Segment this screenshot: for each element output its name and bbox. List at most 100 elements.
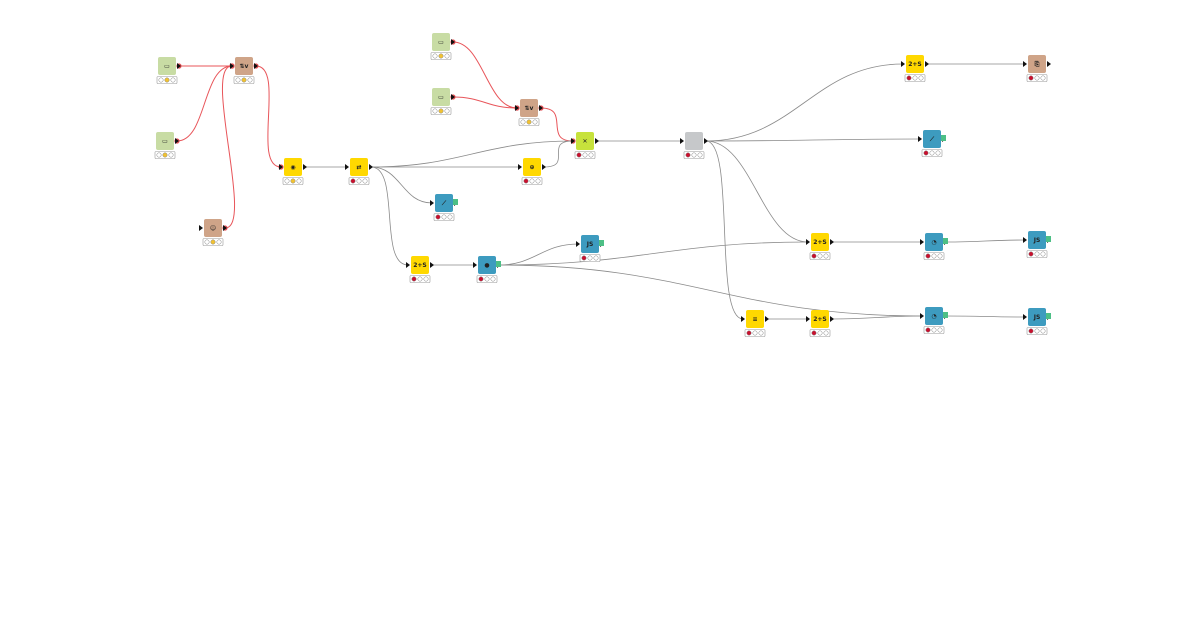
node-body[interactable] xyxy=(432,88,450,106)
input-port[interactable] xyxy=(1023,61,1027,67)
data-link-n6-n13[interactable] xyxy=(370,166,409,266)
workflow-node-n14[interactable]: ● xyxy=(473,256,501,283)
node-body[interactable] xyxy=(235,57,253,75)
workflow-node-n12[interactable]: ⟋ xyxy=(430,194,458,221)
view-port[interactable] xyxy=(941,312,948,318)
data-link-n25-n26[interactable] xyxy=(945,315,1026,318)
node-body[interactable] xyxy=(811,310,829,328)
node-body[interactable] xyxy=(432,33,450,51)
node-body[interactable] xyxy=(925,233,943,251)
data-link-n6-n10[interactable] xyxy=(370,140,574,168)
workflow-node-n6[interactable]: ⇄ xyxy=(345,158,373,185)
workflow-node-n13[interactable]: 2+S xyxy=(406,256,434,283)
workflow-node-n20[interactable]: 2+S xyxy=(806,233,834,260)
workflow-node-n2[interactable]: ▭ xyxy=(154,132,179,159)
view-port[interactable] xyxy=(941,238,948,244)
node-body[interactable] xyxy=(284,158,302,176)
workflow-node-n22[interactable]: JS xyxy=(1023,231,1051,258)
output-port[interactable] xyxy=(1047,61,1051,67)
node-body[interactable] xyxy=(576,132,594,150)
workflow-node-n11[interactable]: ⊕ xyxy=(518,158,546,185)
node-body[interactable] xyxy=(581,235,599,253)
node-body[interactable] xyxy=(925,307,943,325)
output-port[interactable] xyxy=(830,316,834,322)
node-body[interactable] xyxy=(906,55,924,73)
workflow-node-n17[interactable]: 2+S xyxy=(901,55,929,82)
input-port[interactable] xyxy=(406,262,410,268)
view-port[interactable] xyxy=(494,261,501,267)
output-port[interactable] xyxy=(177,63,181,69)
output-port[interactable] xyxy=(223,225,227,231)
output-port[interactable] xyxy=(595,138,599,144)
data-link-n24-n25[interactable] xyxy=(831,315,923,320)
output-port[interactable] xyxy=(369,164,373,170)
node-body[interactable] xyxy=(158,57,176,75)
node-body[interactable] xyxy=(411,256,429,274)
data-link-n16-n23[interactable] xyxy=(705,140,744,320)
output-port[interactable] xyxy=(451,39,455,45)
workflow-node-n26[interactable]: JS xyxy=(1023,308,1051,335)
flow-variable-link-n2-n3[interactable] xyxy=(176,65,233,142)
workflow-node-n9[interactable]: ⇅v xyxy=(515,99,543,126)
data-link-n14-n25[interactable] xyxy=(498,264,923,317)
output-port[interactable] xyxy=(704,138,708,144)
workflow-node-n21[interactable]: ◔ xyxy=(920,233,948,260)
input-port[interactable] xyxy=(920,313,924,319)
data-link-n14-n20[interactable] xyxy=(498,241,809,266)
view-port[interactable] xyxy=(1044,236,1051,242)
flow-variable-link-n9-n10[interactable] xyxy=(540,107,574,142)
node-body[interactable] xyxy=(520,99,538,117)
node-body[interactable] xyxy=(1028,55,1046,73)
input-port[interactable] xyxy=(741,316,745,322)
input-port[interactable] xyxy=(901,61,905,67)
input-port[interactable] xyxy=(680,138,684,144)
input-port[interactable] xyxy=(230,63,234,69)
data-link-n14-n15[interactable] xyxy=(498,243,579,266)
workflow-node-n19[interactable]: ⟋ xyxy=(918,130,946,157)
workflow-node-n1[interactable]: ▭ xyxy=(156,57,181,84)
workflow-node-n24[interactable]: 2+S xyxy=(806,310,834,337)
flow-variable-link-n3-n5[interactable] xyxy=(255,65,282,168)
workflow-node-n16[interactable] xyxy=(680,132,708,159)
input-port[interactable] xyxy=(1023,314,1027,320)
input-port[interactable] xyxy=(806,316,810,322)
output-port[interactable] xyxy=(925,61,929,67)
input-port[interactable] xyxy=(920,239,924,245)
workflow-node-n10[interactable]: ✕ xyxy=(571,132,599,159)
node-body[interactable] xyxy=(478,256,496,274)
node-body[interactable] xyxy=(923,130,941,148)
node-body[interactable] xyxy=(435,194,453,212)
output-port[interactable] xyxy=(430,262,434,268)
output-port[interactable] xyxy=(830,239,834,245)
input-port[interactable] xyxy=(515,105,519,111)
view-port[interactable] xyxy=(451,199,458,205)
workflow-node-n3[interactable]: ⇅v xyxy=(230,57,258,84)
input-port[interactable] xyxy=(199,225,203,231)
input-port[interactable] xyxy=(1023,237,1027,243)
output-port[interactable] xyxy=(539,105,543,111)
workflow-node-n4[interactable]: ☺ xyxy=(199,219,227,246)
node-body[interactable] xyxy=(523,158,541,176)
workflow-node-n8[interactable]: ▭ xyxy=(430,88,455,115)
view-port[interactable] xyxy=(597,240,604,246)
flow-variable-link-n7-n9[interactable] xyxy=(452,41,518,109)
node-body[interactable] xyxy=(811,233,829,251)
workflow-node-n15[interactable]: JS xyxy=(576,235,604,262)
data-link-n16-n19[interactable] xyxy=(705,138,921,142)
workflow-node-n25[interactable]: ◔ xyxy=(920,307,948,334)
node-body[interactable] xyxy=(350,158,368,176)
output-port[interactable] xyxy=(765,316,769,322)
workflow-node-n7[interactable]: ▭ xyxy=(430,33,455,60)
workflow-node-n23[interactable]: ≡ xyxy=(741,310,769,337)
output-port[interactable] xyxy=(542,164,546,170)
view-port[interactable] xyxy=(939,135,946,141)
output-port[interactable] xyxy=(451,94,455,100)
workflow-node-n18[interactable]: ⎘ xyxy=(1023,55,1051,82)
data-link-n21-n22[interactable] xyxy=(945,239,1026,243)
input-port[interactable] xyxy=(518,164,522,170)
node-body[interactable] xyxy=(746,310,764,328)
data-link-n11-n10[interactable] xyxy=(543,140,574,168)
input-port[interactable] xyxy=(806,239,810,245)
flow-variable-link-n4-n3[interactable] xyxy=(221,65,236,229)
